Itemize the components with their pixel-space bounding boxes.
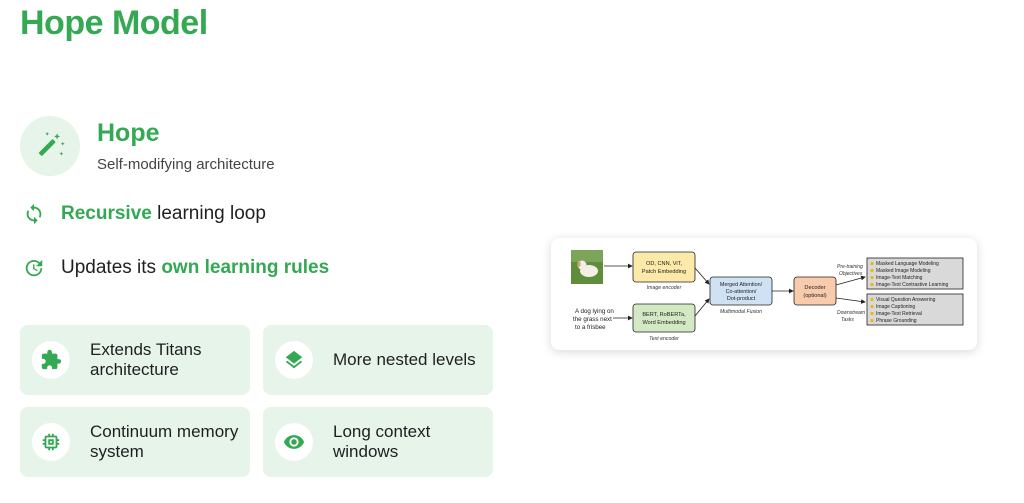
pretraining-item: Image-Text Matching [876,275,923,281]
diagram-canvas: A dog lying on the grass next to a frisb… [571,250,964,342]
layers-icon-badge [275,341,313,379]
puzzle-icon-badge [32,341,70,379]
fusion-line3: Dot-product [727,296,756,302]
arrow [835,297,866,304]
update-icon [22,256,46,280]
chip-icon [42,433,60,451]
card-label: More nested levels [333,350,476,370]
list-bullet [870,282,874,287]
text-input-line3: to a frisbee [575,324,606,331]
card-label-line2: architecture [90,360,179,379]
card-label-line1: Extends Titans [90,340,202,359]
sync-icon [22,202,46,226]
text-encoder-box [632,303,696,333]
feature-own-learning-rules: Updates its own learning rules [22,256,329,280]
hero-icon-badge [20,116,80,176]
pretraining-item: Image-Text Contrastive Learning [876,282,948,288]
downstream-item: Visual Question Answering [876,297,936,303]
pretraining-item: Masked Language Modeling [876,261,939,267]
list-bullet [870,304,874,309]
image-encoder-line2: Patch Embedding [642,269,686,275]
fusion-caption: Multimodal Fusion [720,309,762,315]
downstream-label2: Tasks [841,317,854,323]
arrow [835,275,866,286]
arrow [694,298,710,317]
feature-text: Updates its [61,257,162,278]
dog-photo [571,250,603,284]
list-bullet [870,261,874,266]
downstream-item: Phrase Grounding [876,318,917,324]
pretraining-item: Masked Image Modeling [876,268,931,274]
fusion-line1: Merged Attention/ [720,282,763,288]
page-title: Hope Model [20,4,208,42]
pretraining-label2: Objectives [839,271,863,277]
magic-wand-icon [38,131,65,156]
vlm-architecture-diagram: A dog lying on the grass next to a frisb… [551,238,977,350]
list-bullet [870,268,874,273]
decoder-line2: (optional) [803,293,826,299]
feature-recursive-loop: Recursive learning loop [22,202,266,226]
card-label-line2: windows [333,442,399,461]
hero-title: Hope [97,119,160,147]
card-more-nested-levels: More nested levels [263,325,493,395]
downstream-item: Image-Text Retrieval [876,311,922,317]
downstream-item: Image Captioning [876,304,915,310]
card-label-line1: More nested levels [333,350,476,369]
eye-icon [283,435,305,449]
decoder-box [793,276,837,306]
card-label-line2: system [90,442,144,461]
image-encoder-box [632,251,696,283]
feature-highlight: Recursive [61,203,152,224]
fusion-line2: Co-attention/ [726,289,757,295]
diagram-arrows [604,263,866,321]
card-label-line1: Long context [333,422,431,441]
layers-icon [285,350,303,369]
image-encoder-line1: OD, CNN, ViT, [646,261,682,267]
pretraining-box [866,257,964,290]
list-bullet [870,275,874,280]
text-encoder-line1: BERT, RoBERTa, [642,312,686,318]
list-bullet [870,297,874,302]
card-label-line1: Continuum memory [90,422,239,441]
text-input-line2: the grass next [573,316,612,323]
feature-text: learning loop [151,203,266,224]
chip-icon-badge [32,423,70,461]
list-bullet [870,318,874,323]
text-input-line1: A dog lying on [575,308,614,315]
hero-subtitle: Self-modifying architecture [97,156,275,173]
image-encoder-caption: Image encoder [647,285,682,291]
downstream-label1: Downstream [837,310,865,316]
decoder-line1: Decoder [804,285,825,291]
text-encoder-line2: Word Embedding [642,320,685,326]
puzzle-icon [41,349,62,370]
arrow [694,267,710,285]
pretraining-list: Masked Language Modeling Masked Image Mo… [870,261,948,288]
eye-icon-badge [275,423,313,461]
downstream-box [866,293,964,326]
list-bullet [870,311,874,316]
feature-highlight: own learning rules [161,257,330,278]
pretraining-label1: Pre-training [837,264,863,270]
text-encoder-caption: Text encoder [649,336,679,342]
downstream-list: Visual Question Answering Image Captioni… [870,297,936,324]
